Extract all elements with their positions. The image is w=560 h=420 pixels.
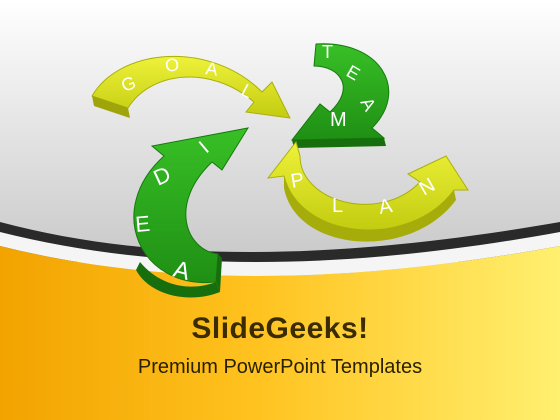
- idea-letter-a: A: [170, 256, 192, 286]
- team-arrow: [290, 43, 390, 148]
- goal-arrow: [91, 55, 291, 119]
- plan-arrow: [266, 140, 469, 242]
- dark-swoosh: [0, 222, 560, 262]
- goal-letter-o: O: [164, 54, 181, 76]
- plan-letter-p: P: [289, 169, 306, 193]
- plan-letter-l: L: [332, 195, 343, 217]
- orange-band: [0, 246, 560, 420]
- goal-letter-a: A: [204, 58, 219, 79]
- plan-letter-a: A: [377, 195, 395, 219]
- team-letter-t: T: [322, 42, 333, 62]
- brand-subtitle: Premium PowerPoint Templates: [137, 356, 423, 378]
- idea-arrow: [133, 127, 250, 298]
- goal-letter-g: G: [119, 72, 139, 96]
- idea-letter-e: E: [134, 211, 151, 237]
- brand-title: SlideGeeks!: [191, 312, 369, 345]
- team-letter-m: M: [330, 109, 347, 131]
